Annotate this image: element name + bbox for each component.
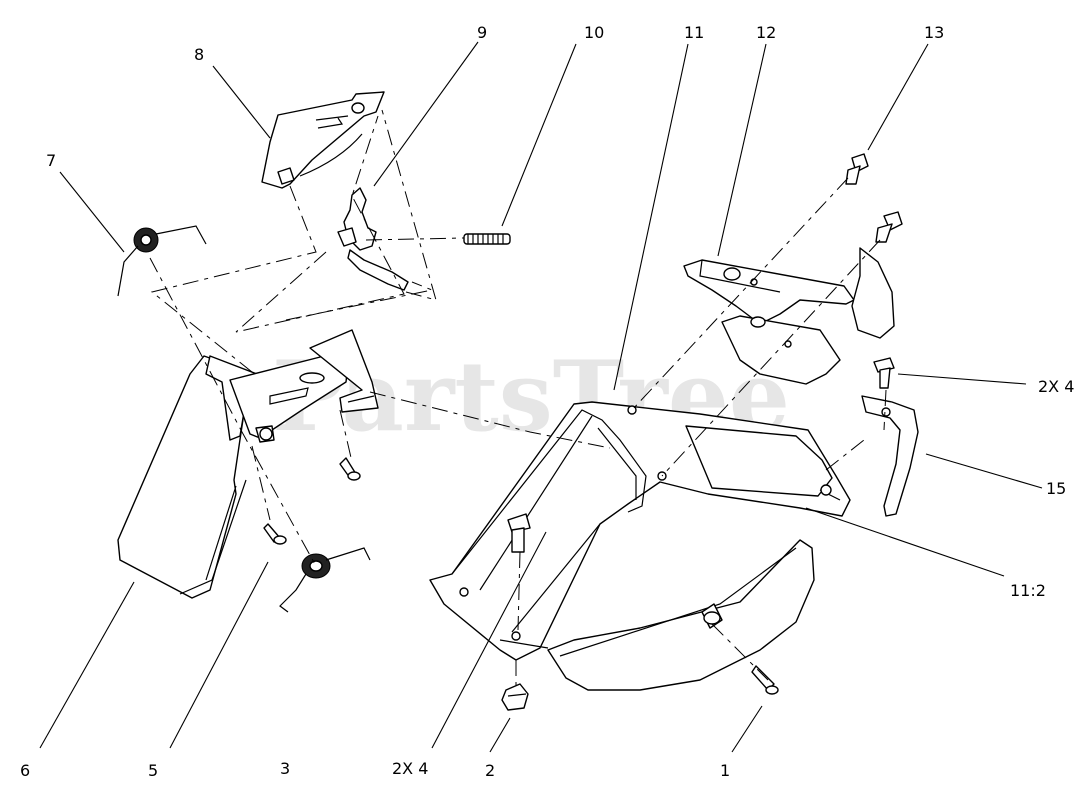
part-10-spring (463, 233, 511, 245)
callout-13: 13 (924, 23, 944, 42)
part-6-flap-door (117, 353, 349, 599)
part-6-side-latch (309, 329, 379, 413)
part-12-bracket (683, 259, 855, 385)
part-7-torsion-spring (117, 225, 207, 297)
nut-part-2 (501, 683, 529, 711)
part-8-plate (261, 91, 385, 189)
part-9-latch (337, 187, 409, 291)
callout-7: 7 (46, 151, 56, 170)
leader-lines (39, 41, 1043, 753)
callout-2: 2 (485, 761, 495, 780)
part-13-bolt-upper (845, 153, 869, 185)
callout-11-2: 11:2 (1010, 581, 1046, 600)
screw-part-1 (751, 665, 779, 695)
callout-10: 10 (584, 23, 604, 42)
callout-11: 11 (684, 23, 704, 42)
part-15-lever (861, 395, 919, 517)
callout-8: 8 (194, 45, 204, 64)
callout-12: 12 (756, 23, 776, 42)
callout-15: 15 (1046, 479, 1066, 498)
screw-left-upper (339, 457, 361, 481)
screw-left-lower (263, 523, 287, 545)
callout-2x4-bottom: 2X 4 (392, 759, 428, 778)
callout-3: 3 (280, 759, 290, 778)
part-13-bolt-lower (875, 211, 903, 243)
callout-1: 1 (720, 761, 730, 780)
bolt-right-2x4 (873, 357, 895, 389)
part-11-chute-base (429, 401, 851, 661)
assembly-lines (149, 109, 887, 688)
callout-2x4-right: 2X 4 (1038, 377, 1074, 396)
bolt-bottom-2x4 (507, 513, 531, 553)
callout-9: 9 (477, 23, 487, 42)
part-12-cover (851, 247, 895, 339)
part-1-deflector (547, 539, 815, 691)
part-3-torsion-spring (279, 547, 371, 613)
callout-5: 5 (148, 761, 158, 780)
callout-6: 6 (20, 761, 30, 780)
callouts: 8 9 10 11 12 13 7 2X 4 15 11:2 6 5 3 2X … (20, 23, 1074, 780)
